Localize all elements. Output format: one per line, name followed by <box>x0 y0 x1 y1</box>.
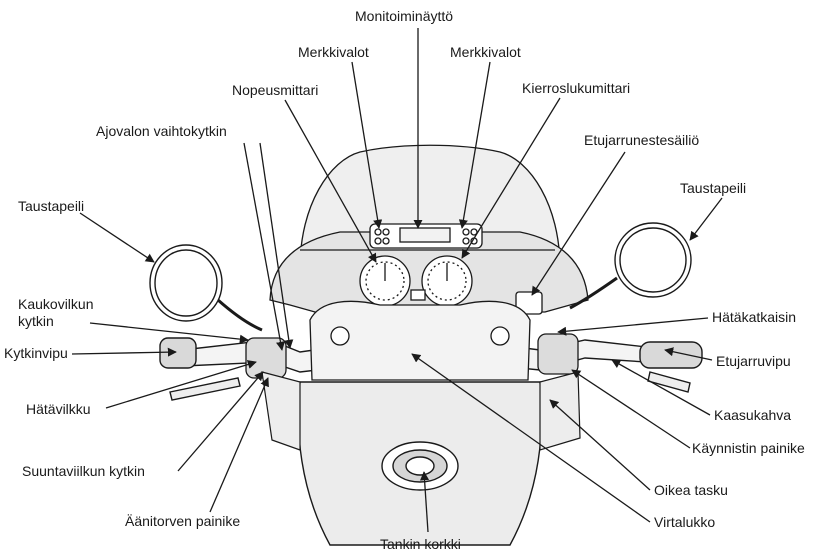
label-kaynnistin-painike: Käynnistin painike <box>692 440 805 457</box>
label-monitoiminaytto: Monitoiminäyttö <box>355 8 453 25</box>
label-kytkinvipu: Kytkinvipu <box>4 345 68 362</box>
label-virtalukko: Virtalukko <box>654 514 715 531</box>
label-aanitorven-painike: Äänitorven painike <box>125 513 240 530</box>
label-kierroslukumittari: Kierroslukumittari <box>522 80 630 97</box>
leader-oikea-tasku <box>550 400 650 490</box>
leader-ajovalon-vaihtokytkin-2 <box>260 143 290 348</box>
label-hatakatkaisin: Hätäkatkaisin <box>712 309 796 326</box>
leader-ajovalon-vaihtokytkin <box>244 143 282 350</box>
label-tankin-korkki: Tankin korkki <box>380 536 461 553</box>
label-merkkivalot-right: Merkkivalot <box>450 44 521 61</box>
label-kaasukahva: Kaasukahva <box>714 407 791 424</box>
label-kaukovilkun-kytkin: Kaukovilkun kytkin <box>18 296 94 330</box>
label-etujarrunestesailio: Etujarrunestesäiliö <box>584 132 699 149</box>
label-merkkivalot-left: Merkkivalot <box>298 44 369 61</box>
label-ajovalon-vaihtokytkin: Ajovalon vaihtokytkin <box>96 123 227 140</box>
label-etujarruvipu: Etujarruvipu <box>716 353 791 370</box>
label-suuntavilkun-kytkin: Suuntaviilkun kytkin <box>22 463 145 480</box>
leader-taustapeili-left <box>80 213 154 262</box>
leader-aanitorven-painike <box>210 378 268 512</box>
label-kaukovilkun-line1: Kaukovilkun <box>18 296 94 313</box>
label-kaukovilkun-line2: kytkin <box>18 313 94 330</box>
label-taustapeili-left: Taustapeili <box>18 198 84 215</box>
label-taustapeili-right: Taustapeili <box>680 180 746 197</box>
label-hatavilkku: Hätävilkku <box>26 401 91 418</box>
triple-clamp <box>310 301 530 380</box>
mirror-left <box>150 245 262 330</box>
label-oikea-tasku: Oikea tasku <box>654 482 728 499</box>
label-nopeusmittari: Nopeusmittari <box>232 82 318 99</box>
fuel-tank <box>298 382 541 545</box>
leader-taustapeili-right <box>690 198 722 240</box>
leader-hatakatkaisin <box>558 318 708 332</box>
